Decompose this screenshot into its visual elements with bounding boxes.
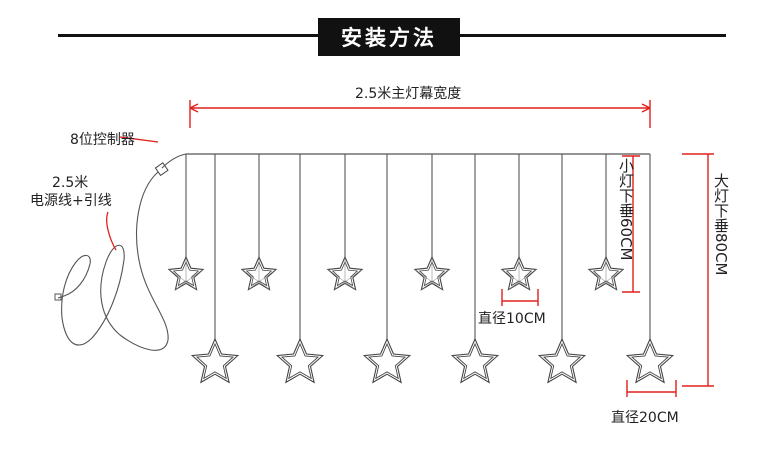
controller-leader: [119, 136, 159, 143]
small-stars: [168, 256, 624, 291]
small-drop-label: 小灯下垂60CM: [617, 158, 635, 261]
main-width-label: 2.5米主灯幕宽度: [355, 86, 462, 102]
plug-end: [54, 293, 62, 301]
large-star-4: [451, 338, 499, 383]
large-star-5: [538, 338, 586, 383]
large-star-6: [626, 338, 674, 383]
large-star-2: [276, 338, 324, 383]
small-drop-dimension: [622, 155, 640, 293]
controller-label: 8位控制器: [70, 132, 135, 148]
large-diameter-dimension: [626, 380, 677, 397]
large-drop-label: 大灯下垂80CM: [712, 173, 730, 276]
power-length-label: 2.5米: [52, 175, 89, 191]
controller-lead: [161, 153, 187, 169]
small-star-1: [168, 256, 204, 291]
small-star-4: [414, 256, 450, 291]
small-star-3: [327, 256, 363, 291]
large-star-3: [363, 338, 411, 383]
small-diameter-dimension: [501, 289, 539, 306]
power-cable-leader: [106, 211, 117, 251]
large-stars: [191, 338, 674, 383]
power-cable-label: 电源线+引线: [30, 193, 112, 209]
small-star-5: [501, 256, 537, 291]
large-star-1: [191, 338, 239, 383]
diagram-title: 安装方法: [318, 18, 460, 56]
large-diameter-label: 直径20CM: [611, 410, 679, 426]
small-diameter-label: 直径10CM: [478, 311, 546, 327]
large-star-drops: [214, 154, 651, 340]
large-drop-dimension: [682, 153, 714, 387]
small-star-drops: [185, 154, 607, 258]
power-cable: [61, 171, 169, 351]
small-star-6: [588, 256, 624, 291]
small-star-2: [241, 256, 277, 291]
width-dimension: [189, 100, 651, 128]
